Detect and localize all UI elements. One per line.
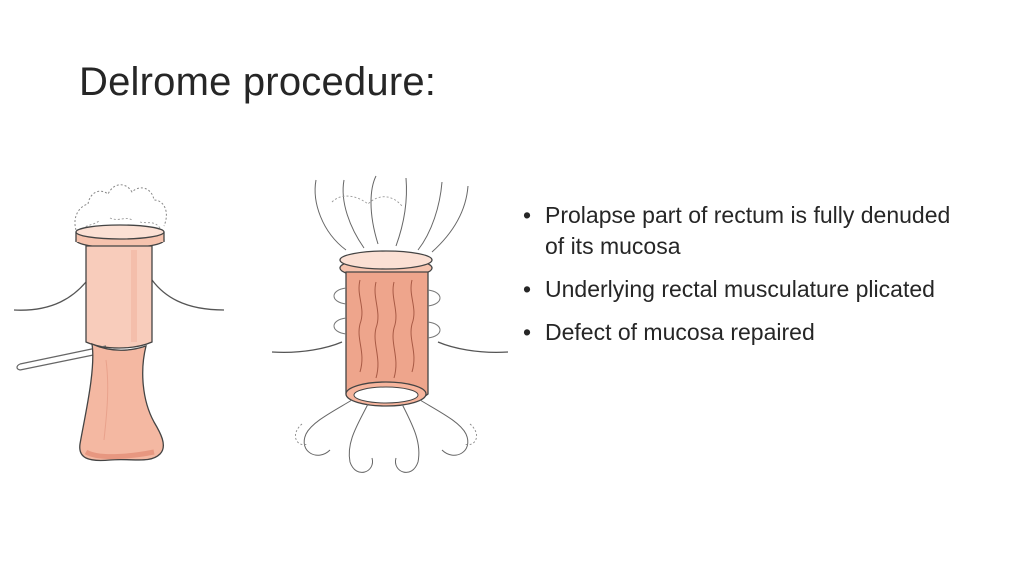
bullet-item: • Defect of mucosa repaired (523, 317, 953, 348)
bullet-marker: • (523, 276, 532, 302)
skin-line-right (437, 341, 509, 354)
suture-needle-icon (303, 399, 353, 456)
skin-line-left (272, 341, 343, 354)
skin-line-left (14, 281, 87, 311)
bullet-list: • Prolapse part of rectum is fully denud… (523, 200, 953, 360)
muscle-plication-illustration (272, 175, 509, 473)
slide-title: Delrome procedure: (79, 60, 437, 104)
mucosa-denudation-illustration (14, 184, 224, 462)
bullet-text: Underlying rectal musculature plicated (545, 276, 935, 302)
denuded-rectum (85, 245, 153, 349)
frilly-mucosa-edge (74, 184, 167, 231)
bullet-marker: • (523, 319, 532, 345)
mucosal-sleeve (79, 342, 164, 462)
bullet-item: • Underlying rectal musculature plicated (523, 274, 953, 305)
skin-line-right (151, 279, 224, 311)
bullet-marker: • (523, 202, 532, 228)
bullet-text: Prolapse part of rectum is fully denuded… (545, 202, 951, 259)
bullet-text: Defect of mucosa repaired (545, 319, 815, 345)
bullet-item: • Prolapse part of rectum is fully denud… (523, 200, 953, 262)
